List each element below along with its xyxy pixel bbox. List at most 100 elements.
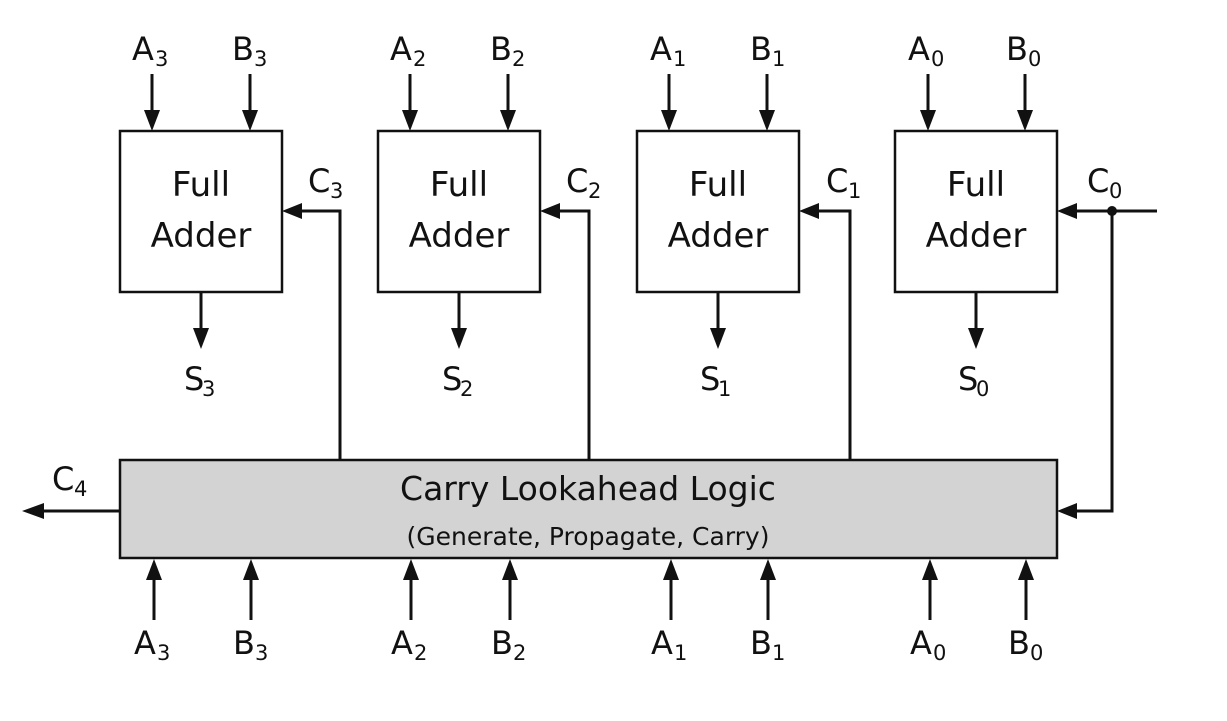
carry-in-wire <box>817 209 852 460</box>
signal-name: A <box>390 30 412 68</box>
input-a-label: A 0 <box>908 30 944 71</box>
cla-input-a2: A 2 <box>391 559 427 665</box>
carry-in-label: C 3 <box>308 162 343 203</box>
signal-name: A <box>391 624 413 662</box>
sum-output-label: S 2 <box>442 360 473 401</box>
carry-in-to-cla-wire <box>1075 211 1114 513</box>
sum-output-label: S 1 <box>700 360 731 401</box>
signal-subscript: 1 <box>848 179 861 203</box>
signal-name: B <box>490 30 512 68</box>
signal-subscript: 1 <box>718 377 731 401</box>
signal-subscript: 0 <box>976 377 989 401</box>
signal-name: S <box>442 360 462 398</box>
signal-name: B <box>233 624 255 662</box>
arrow-up-icon <box>403 559 419 580</box>
signal-subscript: 3 <box>254 47 267 71</box>
cla-title: Carry Lookahead Logic <box>400 469 776 508</box>
signal-name: B <box>1008 624 1030 662</box>
carry-in-wire <box>300 209 342 460</box>
cla-subtitle: (Generate, Propagate, Carry) <box>407 522 770 551</box>
cla-box <box>118 458 1059 560</box>
signal-subscript: 2 <box>414 641 427 665</box>
arrow-up-icon <box>502 559 518 580</box>
arrow-down-icon <box>193 328 209 349</box>
input-a-label: A 2 <box>390 30 426 71</box>
signal-subscript: 1 <box>673 47 686 71</box>
arrow-down-icon <box>968 328 984 349</box>
full-adder-label-line2: Adder <box>668 216 769 256</box>
full-adder-label-line1: Full <box>947 165 1005 205</box>
signal-subscript: 2 <box>413 47 426 71</box>
signal-name: A <box>650 30 672 68</box>
full-adder-box <box>893 129 1059 294</box>
arrow-left-icon <box>22 503 44 519</box>
input-a-label: A 3 <box>132 30 168 71</box>
cla-input-b1: B 1 <box>750 559 785 665</box>
input-b-label: B 3 <box>232 30 267 71</box>
input-b-label: B 1 <box>750 30 785 71</box>
cla-input-b3: B 3 <box>233 559 268 665</box>
signal-name: A <box>134 624 156 662</box>
signal-subscript: 2 <box>460 377 473 401</box>
signal-subscript: 3 <box>157 641 170 665</box>
signal-name: S <box>958 360 978 398</box>
arrow-up-icon <box>922 559 938 580</box>
arrow-down-icon <box>920 110 936 131</box>
full-adder-label-line1: Full <box>689 165 747 205</box>
arrow-left-icon <box>282 203 302 219</box>
arrow-left-icon <box>1057 203 1077 219</box>
signal-subscript: 2 <box>512 47 525 71</box>
signal-subscript: 1 <box>772 47 785 71</box>
signal-subscript: 0 <box>1028 47 1041 71</box>
cla-input-a0: A 0 <box>910 559 946 665</box>
full-adder-label-line1: Full <box>430 165 488 205</box>
signal-name: A <box>908 30 930 68</box>
signal-name: S <box>700 360 720 398</box>
sum-output-label: S 3 <box>184 360 215 401</box>
signal-subscript: 3 <box>155 47 168 71</box>
cla-input-b0: B 0 <box>1008 559 1043 665</box>
signal-name: B <box>491 624 513 662</box>
arrow-left-icon <box>540 203 560 219</box>
arrow-down-icon <box>759 110 775 131</box>
signal-subscript: 0 <box>931 47 944 71</box>
signal-name: C <box>308 162 330 200</box>
full-adder-label-line2: Adder <box>926 216 1027 256</box>
full-adder-label-line2: Adder <box>409 216 510 256</box>
signal-subscript: 3 <box>202 377 215 401</box>
cla-input-a3: A 3 <box>134 559 170 665</box>
signal-name: C <box>1087 162 1109 200</box>
signal-subscript: 4 <box>74 477 87 501</box>
signal-name: B <box>750 30 772 68</box>
signal-name: A <box>910 624 932 662</box>
cla-input-b2: B 2 <box>491 559 526 665</box>
full-adder-box <box>118 129 284 294</box>
full-adder-1: Full Adder A 1 B 1 C 1 S 1 <box>635 30 861 460</box>
signal-name: C <box>52 460 74 498</box>
carry-out-label: C 4 <box>52 460 87 501</box>
arrow-down-icon <box>1017 110 1033 131</box>
signal-name: A <box>132 30 154 68</box>
arrow-down-icon <box>144 110 160 131</box>
signal-subscript: 0 <box>1109 179 1122 203</box>
full-adder-box <box>376 129 542 294</box>
arrow-up-icon <box>663 559 679 580</box>
signal-name: S <box>184 360 204 398</box>
input-a-label: A 1 <box>650 30 686 71</box>
carry-in-wire <box>558 209 591 460</box>
signal-subscript: 1 <box>674 641 687 665</box>
carry-in-label: C 2 <box>566 162 601 203</box>
signal-name: B <box>1006 30 1028 68</box>
carry-in-label: C 1 <box>826 162 861 203</box>
arrow-down-icon <box>500 110 516 131</box>
arrow-left-icon <box>799 203 819 219</box>
carry-lookahead-logic: Carry Lookahead Logic (Generate, Propaga… <box>22 458 1059 560</box>
signal-subscript: 2 <box>513 641 526 665</box>
input-b-label: B 2 <box>490 30 525 71</box>
arrow-up-icon <box>146 559 162 580</box>
signal-name: B <box>750 624 772 662</box>
arrow-down-icon <box>402 110 418 131</box>
arrow-down-icon <box>451 328 467 349</box>
arrow-up-icon <box>760 559 776 580</box>
